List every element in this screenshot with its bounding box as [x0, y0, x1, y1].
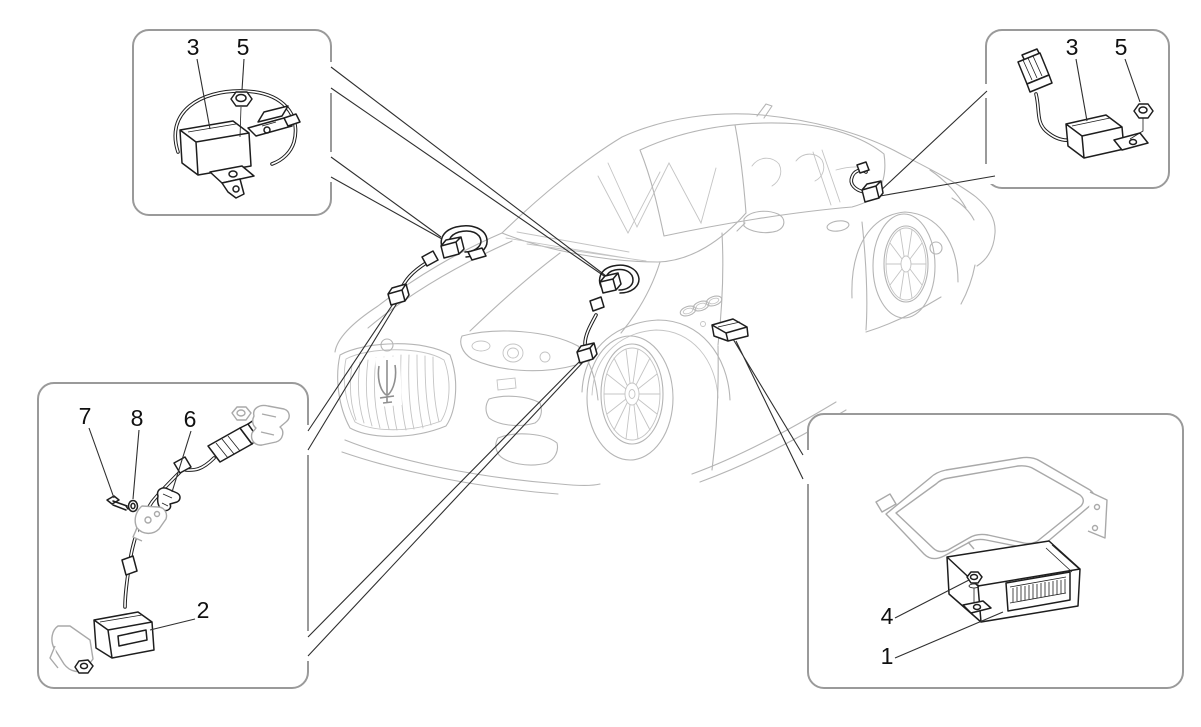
part-number-label: 1 [881, 643, 894, 669]
rear-wheel [851, 211, 959, 319]
front-sensor-part-2 [49, 611, 155, 674]
part-number-label: 5 [1115, 34, 1128, 60]
part-number-label: 3 [1066, 34, 1079, 60]
leader-lines [307, 66, 996, 657]
ecu-part-1 [946, 540, 1081, 623]
fog-lamp-recess [485, 395, 542, 427]
hood-sensor-right [576, 264, 640, 364]
hood-sensor-left [387, 225, 488, 306]
roof-antenna [756, 103, 773, 119]
screw-part-7 [106, 495, 129, 511]
side-mirror [736, 210, 785, 234]
hood-logo [380, 338, 394, 352]
ecu-gasket [875, 456, 1108, 560]
hood-sensor-right-connector [576, 342, 598, 364]
callout-bottom-right-content: 4 1 [875, 456, 1108, 669]
washer-part-8 [127, 499, 139, 513]
fixing-nut-part-5 [230, 91, 253, 138]
maserati-trident-badge [377, 360, 397, 404]
part-number-label: 4 [881, 603, 894, 629]
connector-plug [1017, 48, 1053, 93]
side-windows [639, 122, 886, 237]
callout-box-bottom-left [37, 382, 309, 689]
part-number-label: 5 [237, 34, 250, 60]
part-number-label: 3 [187, 34, 200, 60]
part-number-label: 2 [197, 597, 210, 623]
bracket-connector [247, 105, 301, 137]
fender-vents [679, 295, 723, 327]
relay-sensor-part-3 [179, 120, 255, 199]
front-wheel [581, 319, 731, 461]
headlight [460, 330, 583, 372]
part-number-label: 8 [131, 405, 144, 431]
part-number-label: 7 [79, 403, 92, 429]
ecu-bolt-part-4 [966, 571, 983, 603]
mounting-bracket-gray [231, 404, 290, 446]
door-handle [826, 220, 850, 232]
fixing-nut-part-5 [1129, 103, 1154, 140]
door-sill-sensor [711, 318, 749, 342]
callout-top-left-content: 3 5 [173, 34, 301, 199]
hood-sensor-left-connector [387, 283, 410, 306]
fuel-cap [929, 241, 943, 255]
car-illustration [334, 103, 996, 495]
clip-part-6 [132, 487, 181, 542]
sensor-part-3 [1065, 114, 1149, 159]
callout-top-right-content: 3 5 [1017, 34, 1154, 159]
rear-quarter-sensor [849, 161, 884, 203]
windshield-wipers [505, 231, 647, 262]
lower-intake [495, 433, 559, 466]
part-number-label: 6 [184, 406, 197, 432]
callout-bottom-left-content: 7 8 6 2 [49, 403, 290, 674]
front-grille [337, 338, 457, 437]
